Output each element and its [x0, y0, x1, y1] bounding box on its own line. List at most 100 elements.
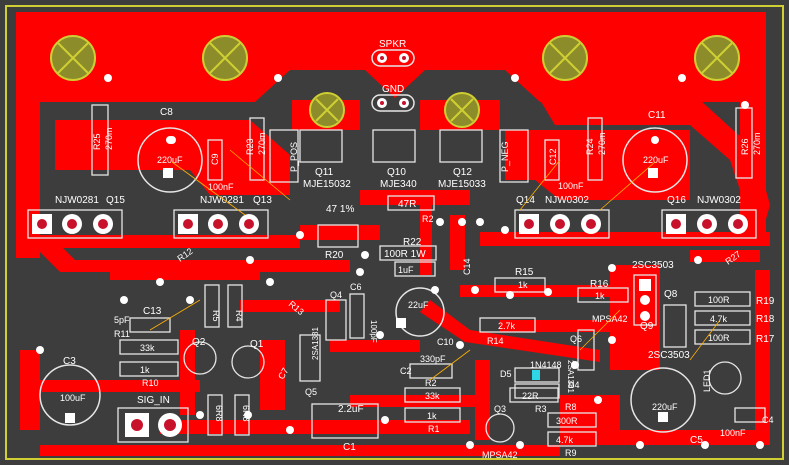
- transistor-q15[interactable]: [27, 209, 123, 239]
- capacitor-c10[interactable]: [395, 287, 445, 337]
- p-neg-connector[interactable]: [499, 129, 529, 183]
- r2-value: 33k: [425, 391, 440, 401]
- r25-label: R25: [92, 133, 102, 150]
- resistor-r9[interactable]: [547, 431, 597, 447]
- q11-value: MJE15032: [303, 179, 351, 190]
- resistor-r25[interactable]: [91, 104, 109, 176]
- spkr-label: SPKR: [379, 39, 406, 50]
- r18-value: 4.7k: [710, 314, 728, 324]
- r21-value: 47R: [398, 199, 416, 210]
- r9-value: 4.7k: [556, 435, 574, 445]
- q5-value: 2SA1381: [311, 327, 320, 360]
- c6-value: 100pF: [369, 320, 378, 343]
- r11-value: 33k: [140, 343, 155, 353]
- q9-label: Q9: [640, 321, 654, 332]
- c1-value: 2.2uF: [338, 404, 364, 415]
- resistor-r19[interactable]: [694, 291, 751, 307]
- r9-label: R9: [565, 448, 577, 458]
- resistor-r14[interactable]: [479, 317, 536, 333]
- capacitor-c12[interactable]: [544, 139, 560, 181]
- c13-label: C13: [143, 306, 162, 317]
- transistor-q9[interactable]: [663, 304, 687, 348]
- lower-right-rail: [620, 430, 770, 445]
- transistor-q4[interactable]: [325, 299, 347, 341]
- transistor-q10[interactable]: [372, 129, 416, 163]
- r20-value: 47 1%: [326, 204, 354, 215]
- resistor-r17[interactable]: [694, 329, 751, 345]
- q15-value: NJW0281: [55, 195, 99, 206]
- transistor-q2[interactable]: [183, 341, 217, 375]
- sig-in-label: SIG_IN: [137, 395, 170, 406]
- q15-label: Q15: [106, 195, 125, 206]
- resistor-r4[interactable]: [227, 284, 243, 328]
- q13-value: NJW0281: [200, 195, 244, 206]
- capacitor-c14[interactable]: [394, 261, 436, 277]
- capacitor-c11[interactable]: [622, 127, 688, 193]
- p-pos-connector[interactable]: [269, 129, 299, 183]
- capacitor-c2[interactable]: [409, 363, 453, 379]
- transistor-q8[interactable]: [633, 274, 657, 326]
- q3-label: Q3: [494, 404, 506, 414]
- mid-trace-2: [240, 300, 340, 312]
- q16-value: NJW0302: [697, 195, 741, 206]
- emitter-rail-left: [20, 235, 300, 248]
- gnd-connector[interactable]: [371, 94, 415, 112]
- resistor-r8[interactable]: [547, 412, 597, 428]
- mid-trace-4: [500, 320, 610, 332]
- emitter-rail-right: [480, 232, 770, 246]
- q1-label: Q1: [250, 339, 264, 350]
- transistor-q5[interactable]: [299, 334, 321, 382]
- resistor-r24[interactable]: [587, 117, 603, 181]
- transistor-q13[interactable]: [173, 209, 269, 239]
- trimmer-r20[interactable]: [317, 224, 359, 248]
- q16-label: Q16: [667, 195, 686, 206]
- transistor-q6[interactable]: [577, 329, 595, 371]
- resistor-r11[interactable]: [119, 339, 179, 355]
- resistor-r21[interactable]: [387, 195, 435, 211]
- capacitor-c1[interactable]: [311, 403, 379, 439]
- capacitor-c6[interactable]: [349, 293, 365, 339]
- capacitor-c3[interactable]: [39, 364, 101, 426]
- resistor-r1[interactable]: [404, 407, 461, 423]
- diode-d5[interactable]: [514, 367, 560, 383]
- capacitor-c4[interactable]: [734, 407, 766, 423]
- spkr-connector[interactable]: [371, 49, 415, 67]
- capacitor-c9[interactable]: [207, 139, 223, 181]
- sig-in-connector[interactable]: [117, 407, 189, 443]
- ground-return: [40, 445, 560, 456]
- resistor-r3[interactable]: [509, 387, 559, 403]
- q10-label: Q10: [387, 167, 406, 178]
- r1-label: R1: [428, 424, 440, 434]
- transistor-q3[interactable]: [485, 413, 515, 443]
- resistor-r16[interactable]: [577, 287, 629, 303]
- p-neg-label: P_NEG: [500, 141, 510, 172]
- diode-d4[interactable]: [514, 383, 560, 399]
- vias: [36, 74, 764, 449]
- resistor-r7[interactable]: [207, 394, 223, 436]
- capacitor-c5[interactable]: [630, 367, 696, 433]
- resistor-r22[interactable]: [379, 245, 437, 261]
- c3-value: 100uF: [60, 393, 86, 403]
- c1-label: C1: [343, 442, 356, 453]
- resistor-r10[interactable]: [119, 361, 179, 377]
- transistor-q16[interactable]: [661, 209, 757, 239]
- q5-label: Q5: [305, 387, 317, 397]
- lower-trace-4: [475, 360, 490, 440]
- q9-value: 2SC3503: [648, 350, 690, 361]
- resistor-r18[interactable]: [694, 310, 751, 326]
- transistor-q11[interactable]: [299, 129, 343, 163]
- resistor-r23[interactable]: [249, 117, 265, 181]
- capacitor-c13[interactable]: [129, 317, 171, 333]
- c8-value: 220uF: [157, 155, 183, 165]
- q7-value: 2SC3503: [632, 260, 674, 271]
- mid-trace-1: [110, 268, 260, 280]
- transistor-q14[interactable]: [514, 209, 610, 239]
- resistor-r5[interactable]: [204, 284, 220, 328]
- resistor-r15[interactable]: [494, 277, 546, 293]
- bias-trace-4: [450, 215, 465, 270]
- transistor-q12[interactable]: [439, 129, 483, 163]
- resistor-r2[interactable]: [404, 387, 461, 403]
- led1[interactable]: [708, 361, 742, 395]
- transistor-q1[interactable]: [231, 345, 265, 379]
